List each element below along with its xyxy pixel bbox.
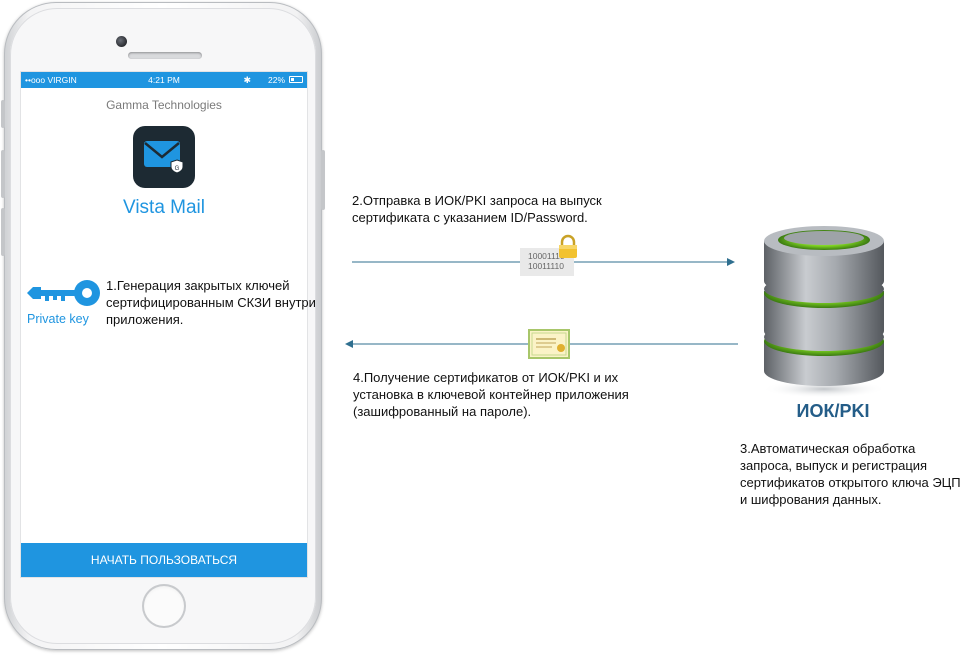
battery-icon bbox=[289, 76, 303, 83]
clock-text: 4:21 PM bbox=[148, 75, 180, 85]
svg-text:G: G bbox=[175, 166, 180, 172]
certificate-icon bbox=[528, 329, 570, 364]
camera-icon bbox=[116, 36, 127, 47]
bluetooth-icon: ✱ bbox=[243, 75, 251, 85]
app-name: Vista Mail bbox=[122, 197, 205, 218]
power-button bbox=[321, 150, 325, 210]
volume-down-button bbox=[1, 208, 5, 256]
key-icon bbox=[25, 276, 101, 315]
lock-icon bbox=[556, 234, 580, 265]
carrier-text: ••ooo VIRGIN bbox=[25, 75, 77, 85]
volume-up-button bbox=[1, 150, 5, 198]
step-2-text: 2.Отправка в ИОК/PKI запроса на выпуск с… bbox=[352, 193, 602, 225]
step-4-text: 4.Получение сертификатов от ИОК/PKI и их… bbox=[353, 370, 629, 419]
company-name: Gamma Technologies bbox=[106, 98, 222, 112]
home-button[interactable] bbox=[142, 584, 186, 628]
phone-screen: ••ooo VIRGIN 4:21 PM ✱ 22% Gamma Technol… bbox=[21, 72, 316, 577]
speaker-grille bbox=[128, 52, 202, 59]
mail-shield-icon: G bbox=[133, 126, 195, 188]
private-key-label: Private key bbox=[27, 312, 89, 326]
binary-line-2: 10011110 bbox=[528, 261, 564, 271]
status-bar: ••ooo VIRGIN 4:21 PM ✱ 22% bbox=[21, 72, 307, 88]
battery-text: 22% bbox=[267, 75, 285, 85]
step-3-text: 3.Автоматическая обработка запроса, выпу… bbox=[740, 441, 961, 507]
mute-switch bbox=[1, 100, 5, 128]
database-server-icon bbox=[758, 223, 890, 404]
start-using-button[interactable]: НАЧАТЬ ПОЛЬЗОВАТЬСЯ bbox=[21, 543, 307, 577]
step-1-text: 1.Генерация закрытых ключей сертифициров… bbox=[106, 278, 316, 327]
server-label: ИОК/PKI bbox=[796, 401, 870, 421]
binary-line-1: 10001110 bbox=[528, 251, 565, 261]
